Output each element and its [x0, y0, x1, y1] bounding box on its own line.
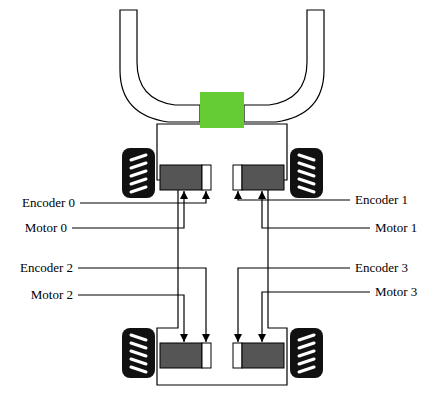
gripper-block — [200, 92, 244, 128]
mecanum-wheel — [290, 148, 323, 198]
leader-line — [78, 295, 184, 342]
motor-symbol — [233, 343, 284, 368]
part-label: Encoder 1 — [355, 192, 408, 208]
leader-line — [78, 268, 206, 342]
part-label: Encoder 0 — [22, 195, 75, 211]
leader-line — [80, 191, 206, 203]
part-label: Motor 3 — [375, 284, 417, 300]
mecanum-wheel — [290, 328, 323, 378]
leader-line — [72, 191, 184, 228]
part-label: Motor 1 — [375, 220, 417, 236]
leader-line — [262, 292, 370, 342]
part-label: Encoder 2 — [20, 260, 73, 276]
motor-symbol — [160, 343, 211, 368]
mecanum-wheel — [122, 328, 155, 378]
motor-symbol — [233, 165, 284, 190]
leader-line — [262, 191, 370, 228]
gripper-arm — [244, 10, 324, 122]
leader-line — [238, 191, 350, 200]
leader-line — [238, 268, 350, 342]
part-label: Motor 0 — [25, 220, 67, 236]
part-label: Motor 2 — [31, 287, 73, 303]
mecanum-wheel — [122, 148, 155, 198]
gripper-arm — [120, 10, 200, 122]
motor-symbol — [160, 165, 211, 190]
part-label: Encoder 3 — [355, 260, 408, 276]
chassis — [157, 124, 287, 385]
